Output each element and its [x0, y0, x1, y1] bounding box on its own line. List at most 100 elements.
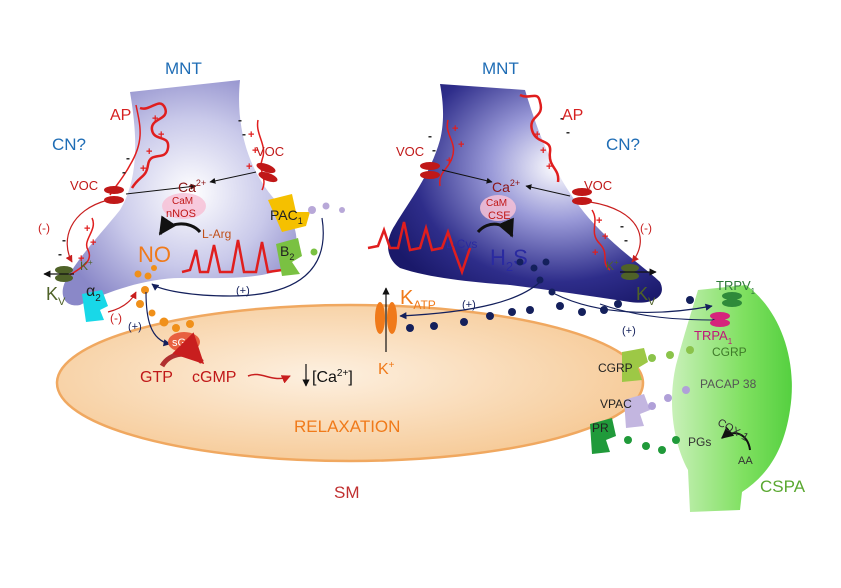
h2s-dots	[406, 258, 694, 332]
cgrp-receptor	[622, 348, 648, 382]
gtp-label: GTP	[140, 369, 173, 386]
cse-label: CSE	[488, 210, 511, 222]
plus-label-left: (+)	[236, 285, 250, 297]
katp-label: KATP	[400, 287, 436, 312]
ap-wave-right-3	[591, 209, 611, 271]
minus-label-right: (-)	[640, 221, 652, 235]
ap-wave-right-train	[367, 221, 472, 276]
plus-minus-marks: ++++ +++ +++ +++ +++ +++	[78, 113, 608, 265]
kplus-left: K+	[80, 258, 93, 273]
cse-enzyme	[480, 195, 516, 221]
cam-label-right: CaM	[486, 198, 507, 209]
mnt-label-left: MNT	[165, 59, 202, 78]
svg-text:-: -	[58, 247, 62, 261]
svg-text:+: +	[546, 161, 552, 173]
svg-text:+: +	[158, 129, 164, 141]
pac1-to-terminal-arrow	[151, 217, 324, 297]
relaxation-label: RELAXATION	[294, 417, 400, 436]
mnt-label-right: MNT	[482, 59, 519, 78]
b2-label: B2	[280, 243, 294, 262]
pacap-dots-near-pac1	[308, 202, 345, 214]
ca-label-right: Ca2+	[492, 178, 520, 195]
svg-text:-: -	[560, 111, 564, 125]
sm-label: SM	[334, 483, 360, 502]
katp-channel-b	[387, 302, 397, 334]
voc-label-right-2: VOC	[584, 178, 612, 193]
trpv1-label: TRPV1	[716, 278, 756, 296]
svg-text:-: -	[126, 151, 130, 165]
svg-text:+: +	[602, 231, 608, 243]
cam-label-left: CaM	[172, 196, 193, 207]
aa-to-pgs-arrow	[721, 426, 751, 451]
cgrp-label: CGRP	[712, 345, 747, 359]
svg-text:+: +	[540, 145, 546, 157]
ca-arrow-left-a	[125, 183, 197, 195]
ap-wave-left-train	[181, 239, 283, 274]
b2-receptor	[276, 238, 302, 276]
trpa1-channel	[710, 312, 730, 320]
ap-wave-left-4	[256, 119, 265, 191]
larg-to-no-arrow	[158, 215, 202, 236]
trpa1-label: TRPA1	[694, 328, 733, 346]
ap-label-left: AP	[110, 107, 131, 124]
svg-text:+: +	[248, 129, 254, 141]
svg-text:+: +	[252, 145, 258, 157]
svg-text:+: +	[458, 139, 464, 151]
ap-wave-right-1	[519, 93, 560, 183]
plus-label-sgc: (+)	[128, 321, 142, 333]
cgrp-receptor-label: CGRP	[598, 361, 633, 375]
plus-label-katp: (+)	[462, 299, 476, 311]
ca-arrow-right-a	[441, 169, 493, 184]
h2s-label: H2S	[490, 245, 528, 274]
svg-text:-: -	[242, 127, 246, 141]
svg-text:-: -	[428, 129, 432, 143]
negative-feedback-right	[589, 201, 641, 263]
svg-text:+: +	[152, 113, 158, 125]
ca-relax-label: [Ca2+]	[312, 368, 353, 386]
right-nerve-terminal	[388, 84, 662, 303]
trpa1-channel-b	[710, 319, 730, 327]
no-dots	[134, 265, 194, 332]
bradykinin-dot	[310, 248, 318, 256]
kv-channel-right-b	[621, 272, 639, 280]
plus-label-trp: (+)	[622, 325, 636, 337]
vpac-receptor	[624, 394, 650, 428]
ca-label-left: Ca2+	[178, 178, 206, 195]
cgmp-label: cGMP	[192, 369, 236, 386]
larg-label: L-Arg	[202, 227, 231, 241]
kv-channel-left	[55, 266, 73, 274]
pac1-receptor	[268, 194, 310, 232]
nnos-label: nNOS	[166, 208, 196, 220]
voc-label-left-2: VOC	[256, 144, 284, 159]
svg-text:+: +	[78, 253, 84, 265]
kplus-right: K+	[606, 258, 619, 273]
svg-text:+: +	[596, 215, 602, 227]
minus-marks: ---- ---- ----	[58, 111, 628, 261]
vpac-label: VPAC	[600, 397, 632, 411]
trpv1-channel	[722, 292, 742, 300]
svg-text:-: -	[62, 233, 66, 247]
svg-text:-: -	[566, 125, 570, 139]
nnos-enzyme	[162, 193, 206, 219]
cgmp-to-ca-arrow	[247, 373, 291, 384]
pr-label: PR	[592, 421, 609, 435]
ap-wave-left-1	[130, 102, 170, 189]
alpha2-label: α2	[86, 283, 101, 304]
svg-text:+: +	[146, 146, 152, 158]
voc-label-right-1: VOC	[396, 144, 424, 159]
svg-text:+: +	[246, 161, 252, 173]
no-label: NO	[138, 242, 171, 267]
pacap-dots	[648, 386, 690, 410]
voc-label-left-1: VOC	[70, 178, 98, 193]
kv-label-right: KV	[636, 284, 656, 308]
h2s-to-trp-arrow	[554, 293, 713, 314]
svg-text:+: +	[592, 247, 598, 259]
pr-receptor	[590, 418, 616, 454]
kv-channel-left-b	[55, 274, 73, 282]
ca-arrow-right-b	[525, 184, 571, 197]
aa-label: AA	[738, 455, 753, 467]
minus-label-left-1: (-)	[38, 221, 50, 235]
left-nerve-terminal	[62, 80, 297, 306]
